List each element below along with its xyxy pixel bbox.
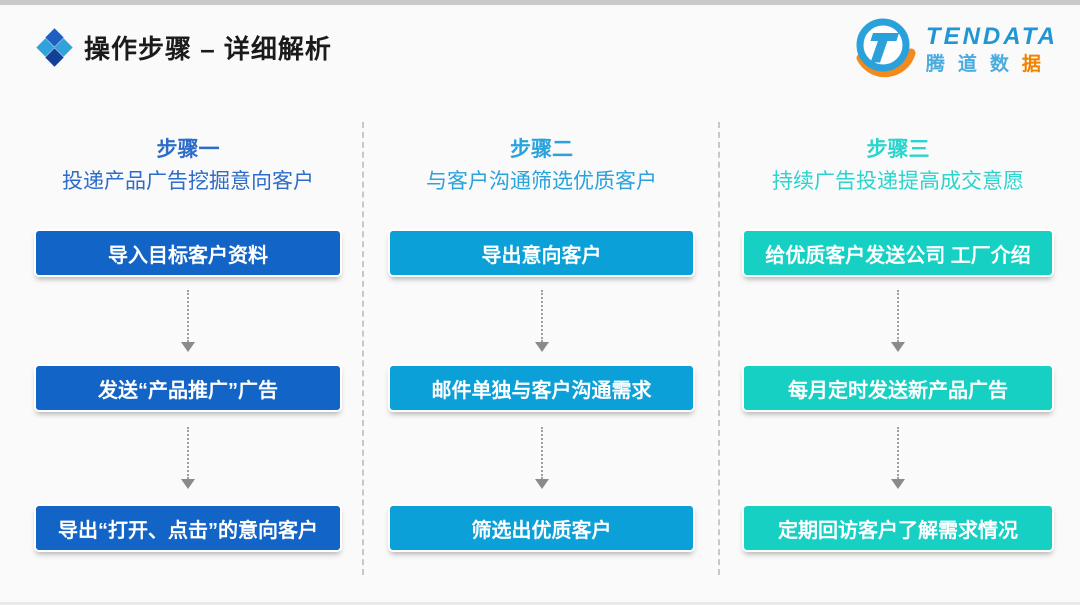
flow-box: 发送“产品推广”广告 bbox=[36, 366, 340, 410]
flow-box: 给优质客户发送公司 工厂介绍 bbox=[744, 231, 1052, 275]
column-divider-2 bbox=[718, 122, 720, 575]
slide-header: 操作步骤 – 详细解析 TENDATA 腾道数据 bbox=[0, 18, 1080, 92]
down-arrow-icon bbox=[181, 275, 195, 366]
down-arrow-icon bbox=[891, 275, 905, 366]
top-edge-strip bbox=[0, 0, 1080, 5]
logo-cn-orange: 据 bbox=[1021, 53, 1054, 75]
bottom-edge-strip bbox=[0, 602, 1080, 605]
down-arrow-icon bbox=[534, 275, 549, 366]
step-title: 步骤二 bbox=[510, 138, 573, 161]
step-title: 步骤一 bbox=[156, 138, 220, 161]
tendata-logo: TENDATA 腾道数据 bbox=[852, 16, 1058, 82]
step-subtitle: 投递产品广告挖掘意向客户 bbox=[62, 170, 314, 193]
step-title: 步骤三 bbox=[866, 138, 930, 161]
logo-brand-en: TENDATA bbox=[925, 22, 1058, 50]
flow-box: 定期回访客户了解需求情况 bbox=[744, 506, 1052, 550]
flow-box: 导出“打开、点击”的意向客户 bbox=[36, 506, 340, 550]
flow-box: 导出意向客户 bbox=[390, 231, 693, 275]
flow-box: 导入目标客户资料 bbox=[36, 231, 340, 275]
flow-box: 筛选出优质客户 bbox=[390, 506, 693, 550]
logo-brand-cn: 腾道数据 bbox=[926, 55, 1058, 74]
column-divider-1 bbox=[362, 122, 364, 575]
page-title: 操作步骤 – 详细解析 bbox=[84, 34, 332, 64]
step-column-2: 步骤二 与客户沟通筛选优质客户 导出意向客户 邮件单独与客户沟通需求 筛选出优质… bbox=[390, 133, 693, 550]
diamond-cluster-icon bbox=[36, 28, 73, 68]
tendata-logo-mark-icon bbox=[856, 18, 916, 78]
step-column-1: 步骤一 投递产品广告挖掘意向客户 导入目标客户资料 发送“产品推广”广告 导出“… bbox=[36, 133, 340, 550]
step-subtitle: 持续广告投递提高成交意愿 bbox=[772, 170, 1024, 193]
down-arrow-icon bbox=[534, 410, 549, 506]
flow-box: 每月定时发送新产品广告 bbox=[744, 366, 1052, 410]
down-arrow-icon bbox=[891, 410, 905, 506]
step-column-3: 步骤三 持续广告投递提高成交意愿 给优质客户发送公司 工厂介绍 每月定时发送新产… bbox=[744, 133, 1052, 550]
logo-cn-blue: 腾道数 bbox=[925, 53, 1022, 75]
tendata-logo-text: TENDATA 腾道数据 bbox=[925, 22, 1058, 74]
step-subtitle: 与客户沟通筛选优质客户 bbox=[426, 170, 657, 193]
down-arrow-icon bbox=[181, 410, 195, 506]
flow-box: 邮件单独与客户沟通需求 bbox=[390, 366, 693, 410]
